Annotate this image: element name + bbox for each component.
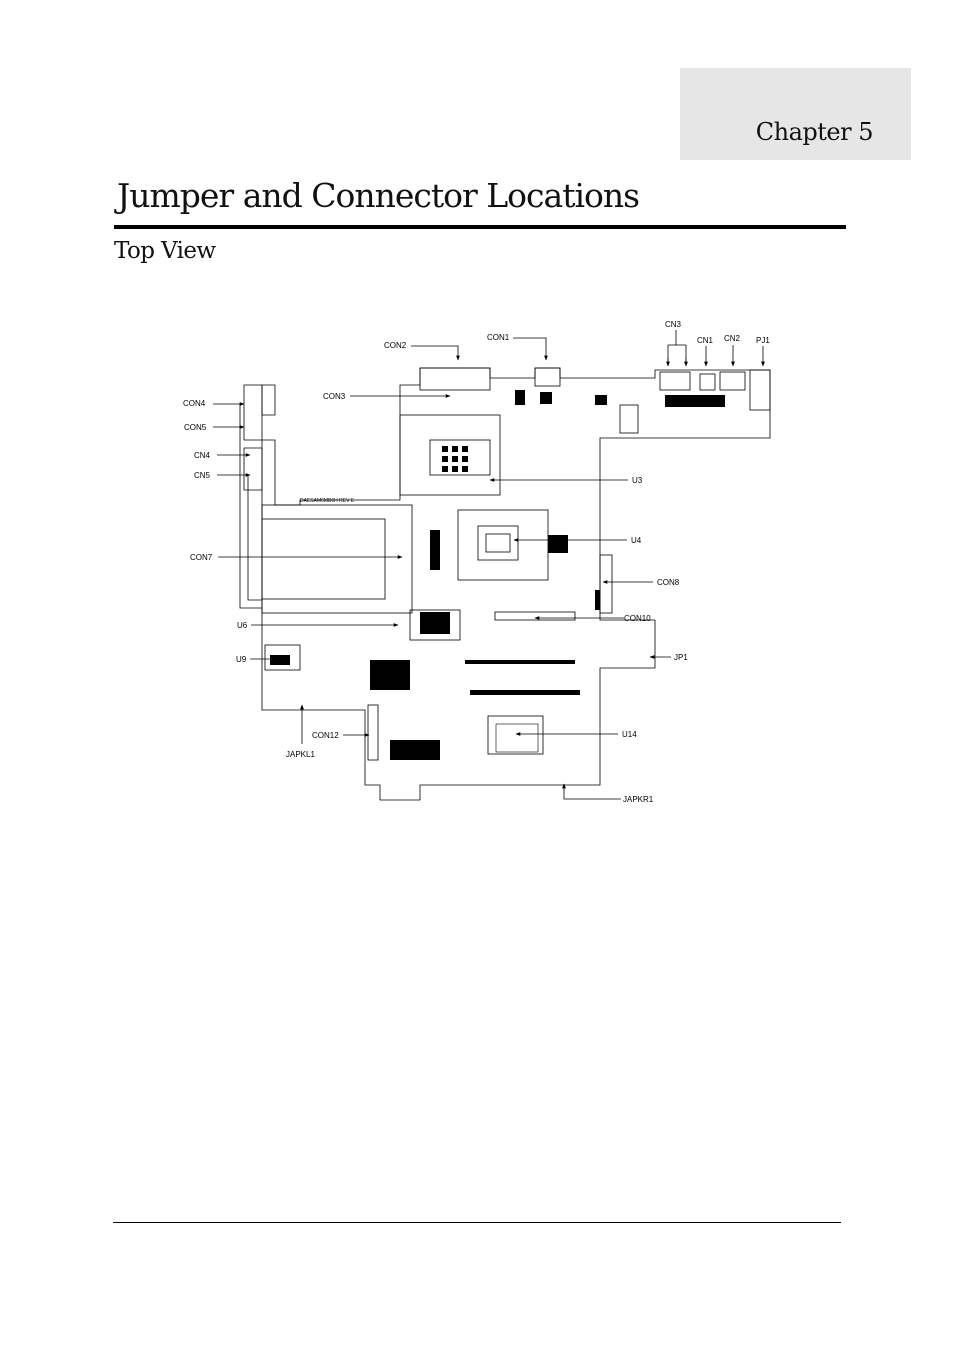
label-con4: CON4 — [183, 399, 206, 408]
page-title: Jumper and Connector Locations — [117, 176, 640, 215]
label-cn3: CN3 — [665, 320, 682, 329]
label-cn2: CN2 — [724, 334, 741, 343]
chip-grids — [270, 371, 746, 760]
label-u9: U9 — [236, 655, 247, 664]
label-jp1: JP1 — [674, 653, 688, 662]
label-con5: CON5 — [184, 423, 207, 432]
label-con3: CON3 — [323, 392, 346, 401]
label-cn4: CN4 — [194, 451, 211, 460]
label-japkr1: JAPKR1 — [623, 795, 654, 804]
label-u4: U4 — [631, 536, 642, 545]
label-con2: CON2 — [384, 341, 407, 350]
chapter-label: Chapter 5 — [755, 118, 874, 146]
label-con12: CON12 — [312, 731, 339, 740]
label-u6: U6 — [237, 621, 248, 630]
label-cn5: CN5 — [194, 471, 211, 480]
label-u14: U14 — [622, 730, 637, 739]
label-japkl1: JAPKL1 — [286, 750, 315, 759]
label-con1: CON1 — [487, 333, 510, 342]
footer-rule — [113, 1222, 841, 1223]
label-con8: CON8 — [657, 578, 680, 587]
label-cn1: CN1 — [697, 336, 714, 345]
label-u3: U3 — [632, 476, 643, 485]
connector-labels: CON2 CON1 CON3 CN3 CN1 CN2 PJ1 CON4 CON5… — [183, 320, 770, 804]
board-blocks — [261, 367, 771, 761]
label-con10: CON10 — [624, 614, 651, 623]
section-title: Top View — [114, 238, 216, 264]
label-con7: CON7 — [190, 553, 213, 562]
leader-lines — [213, 330, 765, 800]
chapter-tab: Chapter 5 — [680, 68, 911, 160]
title-rule — [114, 225, 846, 229]
board-silkscreen: DAESAM6MB6H REV E — [300, 498, 355, 504]
label-pj1: PJ1 — [756, 336, 770, 345]
